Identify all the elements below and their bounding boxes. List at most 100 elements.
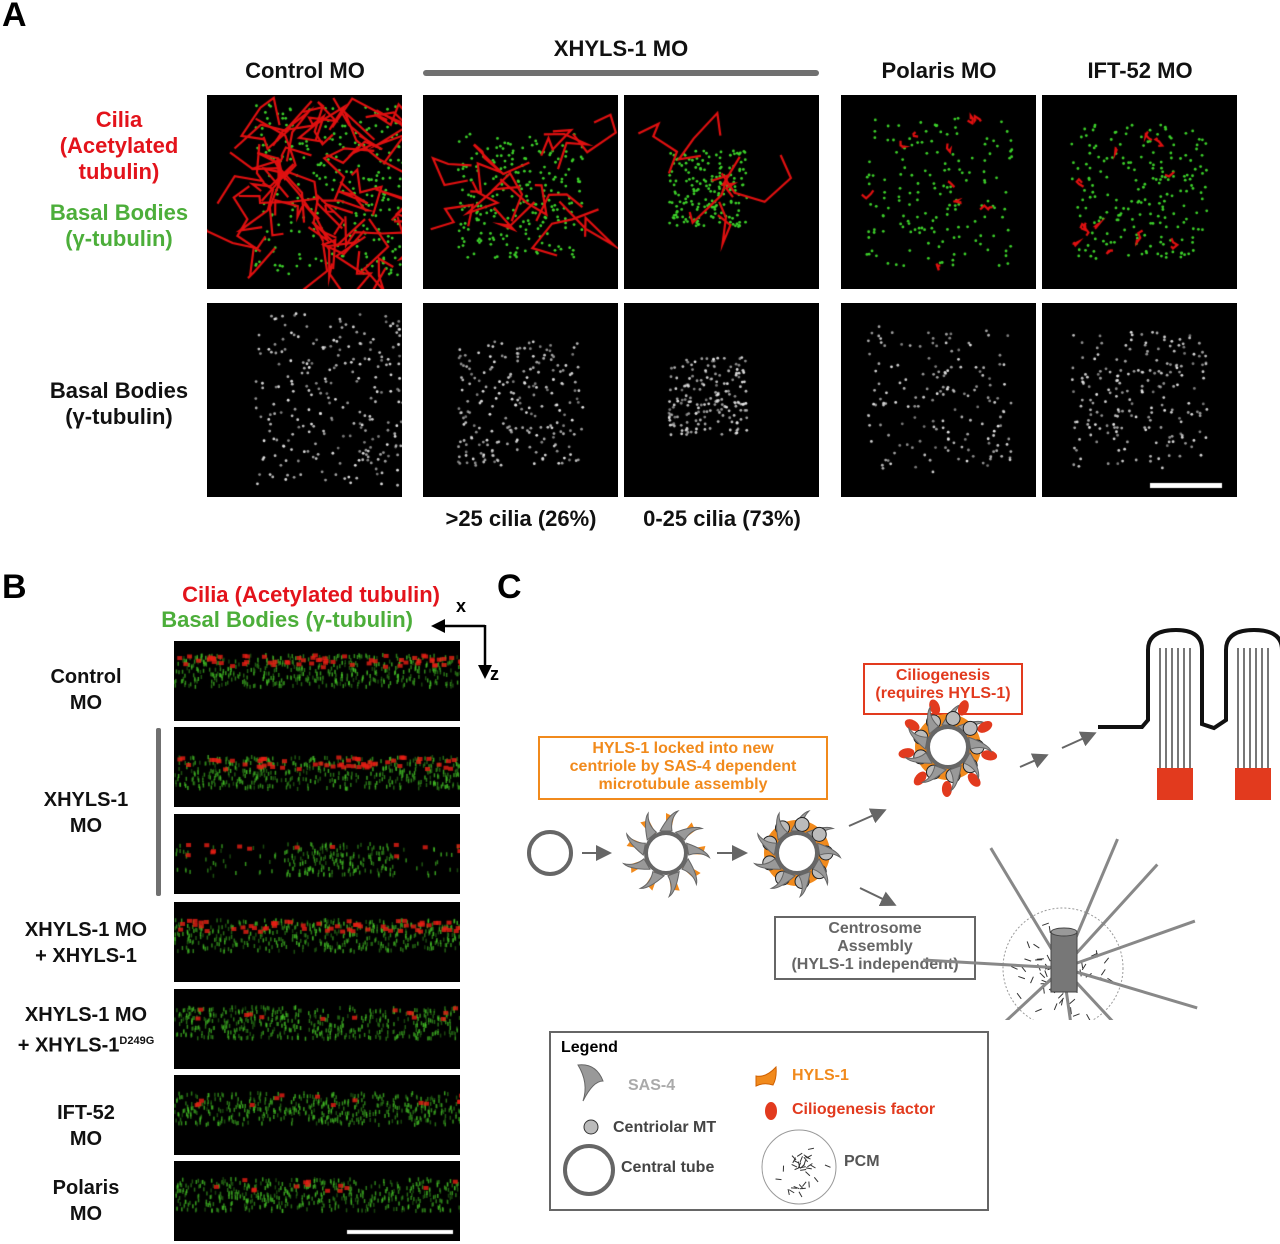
subcaption-0-25: 0-25 cilia (73%) [643,506,801,531]
row-label-line2: MO [0,1126,172,1152]
text: centriole by SAS-4 dependent [569,758,797,775]
legend-basal-bodies: Basal Bodies (γ-tubulin) [161,607,413,632]
legend-ciliogenesis-factor: Ciliogenesis factor [792,1101,936,1118]
legend-central-tube: Central tube [621,1159,715,1176]
axis-z-label: z [490,664,499,684]
text: Assembly [837,938,913,955]
centriolar-mt-icon [583,1119,599,1135]
row-label-line1: Control [50,666,122,688]
row-label-line2: + XHYLS-1D249G [0,1028,172,1059]
xz-section-image [174,989,460,1069]
micrograph [841,303,1036,497]
label-basal-bodies: Basal Bodies [49,378,189,403]
text: MO [69,815,103,837]
column-header-polaris: Polaris MO [881,58,997,83]
label-cilia-sub1: (Acetylated [59,133,179,158]
panel-label-a: A [2,0,27,34]
row1-label: Cilia (Acetylated tubulin) Basal Bodies … [30,107,208,252]
arrow-icon [859,887,897,906]
micrograph [423,95,618,289]
hyls1-icon [755,1065,777,1087]
text: MO [69,1203,103,1225]
micrograph [624,303,819,497]
xz-section-image [174,727,460,807]
centriole-with-mt [753,810,842,898]
row-label-line1: XHYLS-1 MO [24,919,148,941]
text: microtubule assembly [598,776,768,793]
xz-section-image [174,1161,460,1241]
micrograph [624,95,819,289]
row-label-line2: MO [0,813,172,839]
xhyls1-group-bar [423,70,819,76]
legend-centriolar-mt: Centriolar MT [613,1119,717,1136]
text: MO [69,1128,103,1150]
label-basal-bodies: Basal Bodies [49,200,189,225]
label-gamma-tubulin: (γ-tubulin) [65,226,173,251]
row-label-line2: MO [0,690,172,716]
text: + XHYLS-1 [17,1034,120,1057]
column-header-xhyls1: XHYLS-1 MO [553,36,689,61]
column-header-ift52: IFT-52 MO [1087,58,1193,83]
legend-title: Legend [561,1039,618,1056]
arrow-icon [1061,731,1097,749]
row-label: XHYLS-1 MO + XHYLS-1 [0,917,172,969]
micrograph [1042,95,1237,289]
text: (requires HYLS-1) [875,685,1011,702]
text: MO [69,692,103,714]
legend-box: Legend SAS-4 Centriolar MT Central tube … [549,1031,989,1211]
row-label-line2: MO [0,1201,172,1227]
axis-arrows-icon [431,619,492,679]
xz-section-image [174,902,460,982]
row-label-line1: Polaris [52,1177,120,1199]
row-label-line1: XHYLS-1 [43,789,129,811]
pcm-icon [761,1129,837,1205]
box-ciliogenesis: Ciliogenesis(requires HYLS-1) [863,663,1023,715]
text: (HYLS-1 independent) [791,956,959,973]
pathway-diagram [527,627,1280,1020]
panel-label-c: C [497,568,522,606]
text: Centrosome [828,920,922,937]
row-label-line1: IFT-52 [57,1102,115,1124]
legend-pcm: PCM [844,1153,880,1170]
micrograph [207,303,402,497]
panel-label-b: B [2,568,27,606]
label-cilia-sub2: tubulin) [78,159,160,184]
legend-sas4: SAS-4 [628,1077,676,1094]
centriole-ciliogenesis [898,699,998,797]
centrosome-pcm-icon [923,838,1198,1020]
column-header-control: Control MO [245,58,365,83]
text: HYLS-1 locked into new [592,740,774,757]
legend-icons [563,1064,837,1205]
micrograph [1042,303,1237,497]
micrograph [423,303,618,497]
cilia-icon [1098,627,1280,800]
row-label: XHYLS-1 MO+ XHYLS-1D249G [0,1002,172,1059]
xz-section-image [174,814,460,894]
arrow-icon [848,808,887,827]
superscript: D249G [119,1035,155,1047]
xhyls1-group-bar [156,728,161,896]
axis-x-label: x [456,596,467,616]
row-label-line2: + XHYLS-1 [0,943,172,969]
label-gamma-tubulin: (γ-tubulin) [65,404,173,429]
central-tube-icon [527,830,573,876]
xz-section-image [174,641,460,721]
xz-section-image [174,1075,460,1155]
text: Ciliogenesis [895,667,991,684]
sas4-icon [577,1064,604,1102]
micrograph [841,95,1036,289]
legend-hyls1: HYLS-1 [792,1067,849,1084]
micrograph [207,95,402,289]
central-tube-icon [563,1144,615,1196]
centriole-hyls1-sas4 [622,810,711,898]
text: + XHYLS-1 [35,945,137,967]
row2-label: Basal Bodies (γ-tubulin) [30,378,208,430]
ciliogenesis-factor-icon [765,1102,777,1120]
legend-cilia: Cilia (Acetylated tubulin) [182,582,440,607]
arrow-icon [1019,753,1049,769]
subcaption-over-25: >25 cilia (26%) [445,506,597,531]
